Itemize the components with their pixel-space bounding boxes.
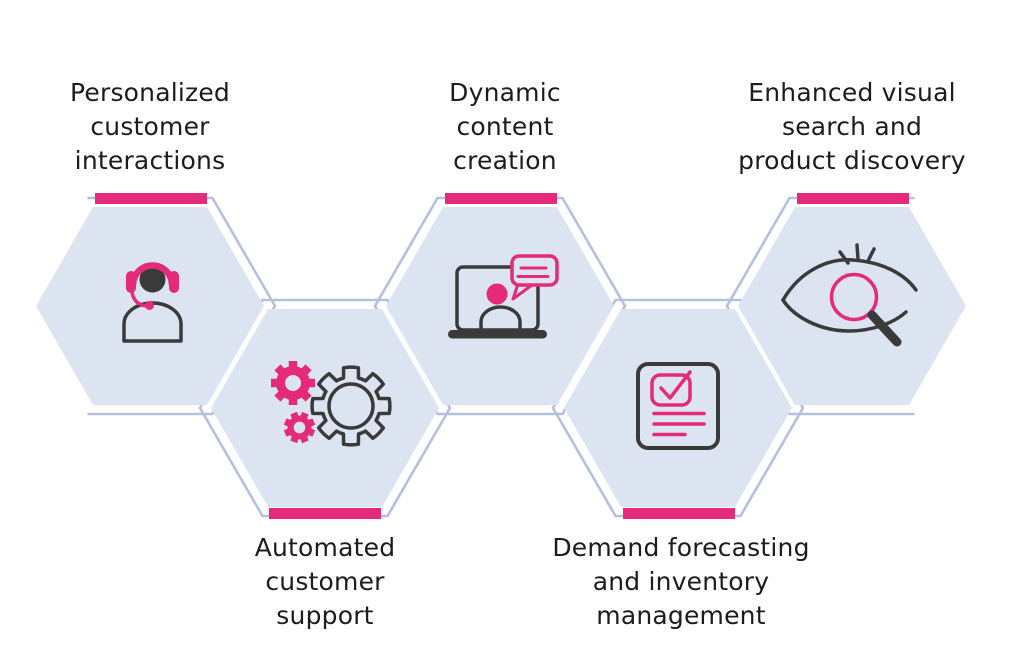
label-line: Demand forecasting <box>552 533 810 562</box>
accent-bar-demand <box>623 508 735 519</box>
label-line: Dynamic <box>449 78 561 107</box>
checklist-icon <box>636 362 720 450</box>
gears-icon <box>271 361 392 447</box>
label-line: Enhanced visual <box>748 78 956 107</box>
hex-outline-automated <box>198 298 452 518</box>
label-line: product discovery <box>738 146 966 175</box>
hexagon-fills <box>36 207 966 507</box>
label-line: and inventory <box>592 567 770 596</box>
label-enhanced-visual-search: Enhanced visual search and product disco… <box>702 76 1002 178</box>
hex-outline-dynamic <box>373 196 627 416</box>
label-automated-customer-support: Automated customer support <box>195 531 455 633</box>
accent-bar-automated <box>269 508 381 519</box>
accent-bar-personalized <box>95 193 207 204</box>
laptop-chat-icon <box>448 254 559 339</box>
hex-outline-demand <box>551 298 805 518</box>
label-dynamic-content-creation: Dynamic content creation <box>375 76 635 178</box>
accent-bar-dynamic <box>445 193 557 204</box>
label-line: Automated <box>254 533 396 562</box>
headset-agent-icon <box>122 262 183 343</box>
accent-bars <box>95 193 909 519</box>
label-line: content <box>456 112 554 141</box>
hexagon-enhanced-visual-search <box>738 207 966 405</box>
label-line: interactions <box>74 146 226 175</box>
label-demand-forecasting: Demand forecasting and inventory managem… <box>521 531 841 633</box>
hexagon-automated-customer-support <box>211 309 439 507</box>
hexagon-demand-forecasting <box>564 309 792 507</box>
eye-magnifier-icon <box>781 243 918 347</box>
label-line: Personalized <box>70 78 230 107</box>
label-line: search and <box>781 112 923 141</box>
label-line: customer <box>265 567 385 596</box>
accent-bar-enhanced <box>797 193 909 204</box>
label-line: creation <box>453 146 557 175</box>
label-line: customer <box>90 112 210 141</box>
label-line: support <box>276 601 374 630</box>
label-line: management <box>596 601 766 630</box>
label-personalized-customer-interactions: Personalized customer interactions <box>20 76 280 178</box>
